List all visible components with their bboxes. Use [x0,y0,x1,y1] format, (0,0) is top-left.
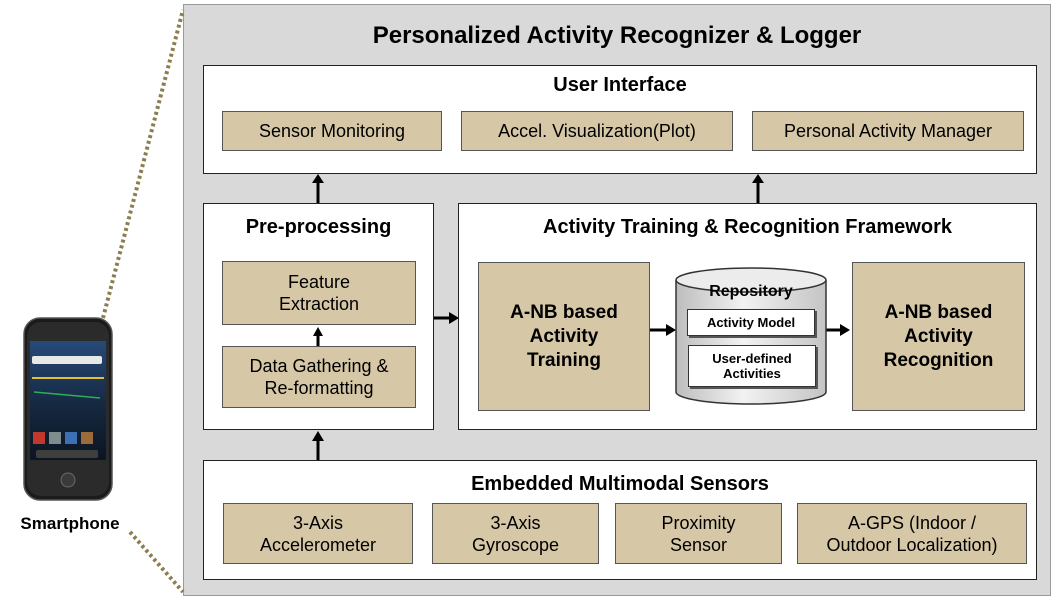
proximity-sensor-box: Proximity Sensor [615,503,782,564]
sensor-monitoring-box: Sensor Monitoring [222,111,442,151]
sensors-title: Embedded Multimodal Sensors [471,473,769,495]
activity-recognition-box: A-NB based Activity Recognition [852,262,1025,411]
arrowhead-gathering-to-extraction [313,327,323,336]
arrowhead-preprocessing-to-framework [449,312,459,324]
zoom-lines [101,9,185,594]
repository-title: Repository [709,283,793,300]
diagram-title: Personalized Activity Recognizer & Logge… [372,22,862,49]
activity-training-box: A-NB based Activity Training [478,262,650,411]
arrowhead-repository-to-recognition [840,324,850,336]
accel-visualization-box: Accel. Visualization(Plot) [461,111,733,151]
arrowhead-training-to-repository [666,324,676,336]
preprocessing-title: Pre-processing [245,216,392,238]
accelerometer-box: 3-Axis Accelerometer [223,503,413,564]
data-gathering-box: Data Gathering & Re-formatting [222,346,416,408]
agps-box: A-GPS (Indoor / Outdoor Localization) [797,503,1027,564]
activity-model-doc: Activity Model [687,309,815,336]
arrowhead-preprocessing-to-ui [312,174,324,183]
personal-activity-manager-box: Personal Activity Manager [752,111,1024,151]
arrowhead-framework-to-ui [752,174,764,183]
feature-extraction-box: Feature Extraction [222,261,416,325]
smartphone-label: Smartphone [20,514,119,533]
gyroscope-box: 3-Axis Gyroscope [432,503,599,564]
smartphone-icon [23,317,113,501]
arrowhead-sensors-to-preprocessing [312,431,324,441]
flow-arrows [312,174,850,460]
user-defined-activities-doc: User-defined Activities [688,345,816,387]
framework-title: Activity Training & Recognition Framewor… [543,216,952,238]
user-interface-title: User Interface [553,74,687,96]
